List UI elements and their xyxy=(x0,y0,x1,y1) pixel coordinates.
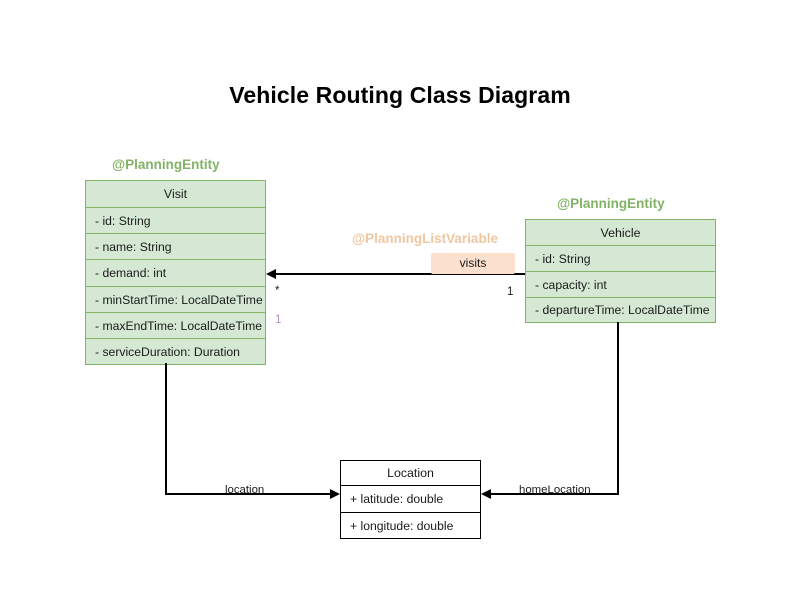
visit-field-name: - name: String xyxy=(85,233,266,259)
edge-vehicle-visits-arrowhead xyxy=(266,269,276,279)
location-field-latitude: + latitude: double xyxy=(340,485,481,512)
visit-field-demand: - demand: int xyxy=(85,259,266,286)
edge-label-visits: visits xyxy=(431,253,515,274)
visit-field-max-end-time: - maxEndTime: LocalDateTime xyxy=(85,312,266,338)
visit-field-min-start-time: - minStartTime: LocalDateTime xyxy=(85,286,266,312)
class-name-location: Location xyxy=(340,460,481,485)
edge-visit-location-arrowhead xyxy=(330,489,340,499)
multiplicity-vehicle-one: 1 xyxy=(507,286,514,298)
edge-visit-location-vertical xyxy=(165,363,167,495)
vehicle-field-departure-time: - departureTime: LocalDateTime xyxy=(525,297,716,323)
multiplicity-visit-star: * xyxy=(275,285,280,297)
location-field-longitude: + longitude: double xyxy=(340,512,481,539)
class-box-location[interactable]: Location + latitude: double + longitude:… xyxy=(340,460,481,539)
edge-label-location: location xyxy=(225,484,265,496)
edge-visit-location-horizontal xyxy=(165,493,330,495)
vehicle-field-capacity: - capacity: int xyxy=(525,271,716,297)
vehicle-annotation-label: @PlanningEntity xyxy=(557,196,665,211)
edge-vehicle-homelocation-arrowhead xyxy=(481,489,491,499)
class-name-visit: Visit xyxy=(85,180,266,207)
visit-field-service-duration: - serviceDuration: Duration xyxy=(85,338,266,365)
diagram-title: Vehicle Routing Class Diagram xyxy=(229,82,571,108)
multiplicity-visit-one: 1 xyxy=(275,314,282,326)
visits-annotation-label: @PlanningListVariable xyxy=(352,231,498,246)
class-box-visit[interactable]: Visit - id: String - name: String - dema… xyxy=(85,180,266,365)
edge-vehicle-visits-line xyxy=(276,273,525,275)
visit-annotation-label: @PlanningEntity xyxy=(112,157,220,172)
visit-field-id: - id: String xyxy=(85,207,266,233)
edge-vehicle-homelocation-vertical xyxy=(617,322,619,495)
edge-label-home-location: homeLocation xyxy=(519,484,591,496)
edge-vehicle-homelocation-horizontal xyxy=(491,493,619,495)
class-box-vehicle[interactable]: Vehicle - id: String - capacity: int - d… xyxy=(525,219,716,323)
vehicle-field-id: - id: String xyxy=(525,245,716,271)
class-name-vehicle: Vehicle xyxy=(525,219,716,245)
